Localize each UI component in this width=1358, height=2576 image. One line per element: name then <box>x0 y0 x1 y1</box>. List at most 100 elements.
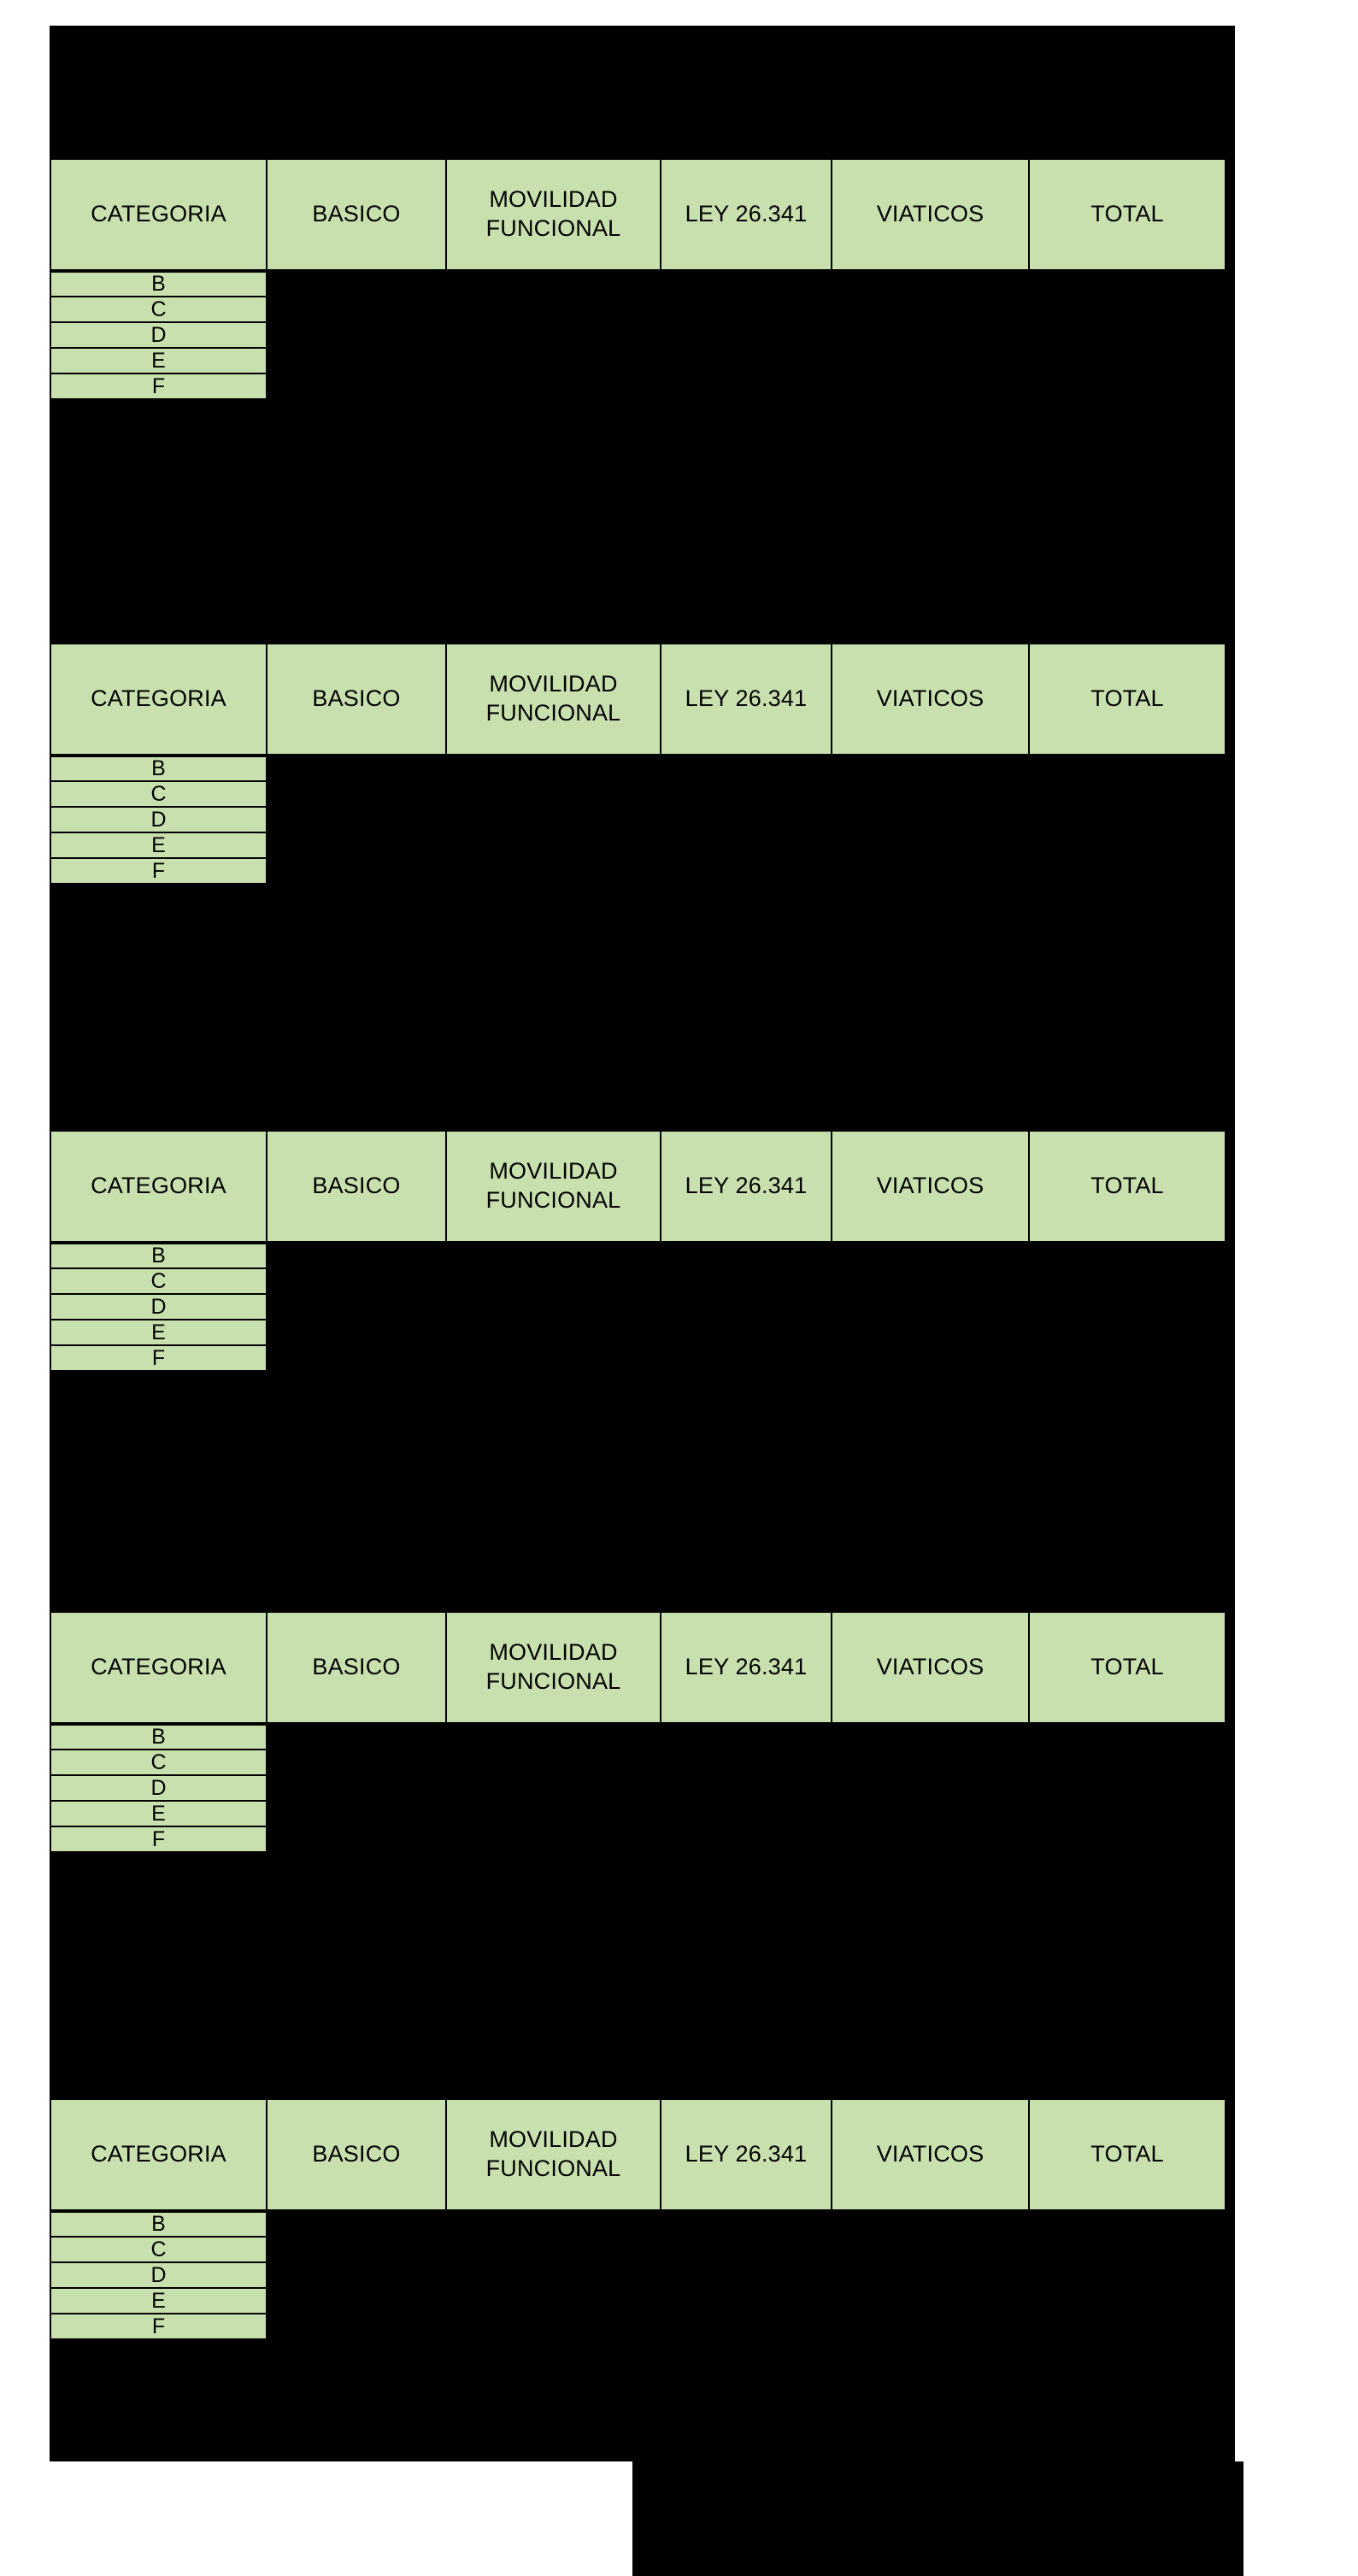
category-cell: D <box>150 807 167 832</box>
column-header-ley-26341: LEY 26.341 <box>660 1130 832 1243</box>
column-header-label: BASICO <box>312 685 401 712</box>
column-header-categoria: CATEGORIA <box>50 1611 267 1724</box>
column-header-label: BASICO <box>312 2141 401 2167</box>
table-row: C <box>50 1268 267 1295</box>
column-header-label: CATEGORIA <box>91 685 226 712</box>
table-row: D <box>50 807 267 833</box>
column-header-viaticos: VIATICOS <box>831 1130 1030 1243</box>
column-header-categoria: CATEGORIA <box>50 158 267 271</box>
category-cell: C <box>150 297 167 321</box>
table-row: B <box>50 1724 267 1750</box>
column-header-ley-26341: LEY 26.341 <box>660 643 832 756</box>
table-row: B <box>50 271 267 297</box>
category-cell: F <box>151 2314 166 2338</box>
column-header-label: TOTAL <box>1091 2141 1164 2167</box>
column-header-total: TOTAL <box>1028 1611 1226 1724</box>
category-cell: D <box>150 1775 167 1800</box>
category-cell: D <box>150 322 167 347</box>
category-cell: B <box>151 2212 166 2236</box>
table-row: F <box>50 1345 267 1372</box>
table-row: D <box>50 322 267 349</box>
category-cell: C <box>150 1268 167 1293</box>
category-rows: B C D E F <box>50 756 267 885</box>
table-row: C <box>50 297 267 323</box>
category-cell: E <box>151 1801 166 1826</box>
column-header-viaticos: VIATICOS <box>831 1611 1030 1724</box>
column-header-ley-26341: LEY 26.341 <box>660 2098 832 2211</box>
redaction-mask-bottom-tail <box>632 2461 1243 2576</box>
column-header-label: CATEGORIA <box>91 201 226 227</box>
column-header-basico: BASICO <box>266 1611 447 1724</box>
redacted-values-area <box>267 271 1235 409</box>
column-header-ley-26341: LEY 26.341 <box>660 158 832 271</box>
category-cell: C <box>150 2237 167 2261</box>
category-cell: E <box>151 1320 166 1344</box>
category-cell: E <box>151 2288 166 2313</box>
category-cell: F <box>151 373 166 398</box>
table-row: E <box>50 348 267 374</box>
table-row: E <box>50 1801 267 1827</box>
table-row: C <box>50 1750 267 1776</box>
column-header-label: VIATICOS <box>876 201 985 227</box>
column-header-label: LEY 26.341 <box>685 685 808 712</box>
category-cell: F <box>151 1826 166 1851</box>
column-header-viaticos: VIATICOS <box>831 2098 1030 2211</box>
table-row: D <box>50 1294 267 1320</box>
column-header-basico: BASICO <box>266 643 447 756</box>
column-header-label: TOTAL <box>1091 685 1164 712</box>
redacted-values-area <box>267 1724 1235 1861</box>
column-header-label: BASICO <box>312 201 401 227</box>
category-cell: B <box>151 1725 166 1749</box>
table-row: C <box>50 2237 267 2263</box>
category-rows: B C D E F <box>50 271 267 400</box>
column-header-label: VIATICOS <box>876 2141 985 2167</box>
table-row: D <box>50 2262 267 2289</box>
table-row: F <box>50 2314 267 2340</box>
category-rows: B C D E F <box>50 2211 267 2340</box>
column-header-categoria: CATEGORIA <box>50 1130 267 1243</box>
column-header-label: LEY 26.341 <box>685 201 808 227</box>
redacted-values-area <box>267 2211 1235 2349</box>
column-header-label: LEY 26.341 <box>685 1173 808 1199</box>
column-header-viaticos: VIATICOS <box>831 643 1030 756</box>
column-header-total: TOTAL <box>1028 1130 1226 1243</box>
column-header-basico: BASICO <box>266 158 447 271</box>
category-cell: E <box>151 832 166 857</box>
column-header-label: CATEGORIA <box>91 1173 226 1199</box>
column-header-label: LEY 26.341 <box>685 1654 808 1680</box>
table-row: F <box>50 373 267 400</box>
table-row: B <box>50 2211 267 2238</box>
column-header-label: TOTAL <box>1091 1173 1164 1199</box>
column-header-total: TOTAL <box>1028 2098 1226 2211</box>
category-rows: B C D E F <box>50 1243 267 1372</box>
category-cell: F <box>151 1345 166 1370</box>
column-header-label: VIATICOS <box>876 1173 985 1199</box>
column-header-label: LEY 26.341 <box>685 2141 808 2167</box>
redacted-values-area <box>267 1243 1235 1380</box>
table-row: E <box>50 1320 267 1346</box>
column-header-label: CATEGORIA <box>91 2141 226 2167</box>
table-row: F <box>50 858 267 885</box>
column-header-label: BASICO <box>312 1173 401 1199</box>
column-header-total: TOTAL <box>1028 643 1226 756</box>
table-row: C <box>50 781 267 808</box>
category-cell: B <box>151 1244 166 1267</box>
table-row: E <box>50 832 267 859</box>
